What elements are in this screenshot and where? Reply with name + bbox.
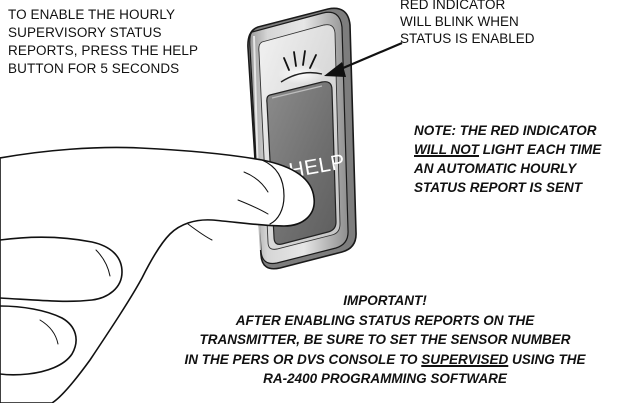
instruction-line: TO ENABLE THE HOURLY — [8, 6, 240, 24]
important-line: IN THE PERS OR DVS CONSOLE TO SUPERVISED… — [140, 350, 630, 370]
important-line: RA-2400 PROGRAMMING SOFTWARE — [140, 369, 630, 389]
instruction-line: BUTTON FOR 5 SECONDS — [8, 60, 240, 78]
instruction-line: REPORTS, PRESS THE HELP — [8, 42, 240, 60]
important-line: AFTER ENABLING STATUS REPORTS ON THE — [140, 311, 630, 331]
indicator-callout-line: WILL BLINK WHEN — [400, 13, 620, 30]
note-line: WILL NOT LIGHT EACH TIME — [414, 140, 628, 159]
note-line: STATUS REPORT IS SENT — [414, 178, 628, 197]
help-button-instruction: TO ENABLE THE HOURLY SUPERVISORY STATUS … — [8, 6, 240, 78]
note-line: AN AUTOMATIC HOURLY — [414, 159, 628, 178]
important-notice: IMPORTANT! AFTER ENABLING STATUS REPORTS… — [140, 291, 630, 389]
note-callout: NOTE: THE RED INDICATOR WILL NOT LIGHT E… — [414, 121, 628, 197]
note-emphasis: WILL NOT — [414, 142, 479, 157]
indicator-callout-line: STATUS IS ENABLED — [400, 30, 620, 47]
indicator-callout: RED INDICATOR WILL BLINK WHEN STATUS IS … — [400, 0, 620, 47]
instruction-line: SUPERVISORY STATUS — [8, 24, 240, 42]
important-line-end: USING THE — [508, 352, 585, 367]
important-emphasis: SUPERVISED — [421, 352, 508, 367]
note-line-rest: LIGHT EACH TIME — [479, 142, 601, 157]
indicator-callout-line: RED INDICATOR — [400, 0, 620, 13]
note-line: NOTE: THE RED INDICATOR — [414, 121, 628, 140]
important-heading: IMPORTANT! — [140, 291, 630, 311]
important-line-start: IN THE PERS OR DVS CONSOLE TO — [184, 352, 421, 367]
important-line: TRANSMITTER, BE SURE TO SET THE SENSOR N… — [140, 330, 630, 350]
